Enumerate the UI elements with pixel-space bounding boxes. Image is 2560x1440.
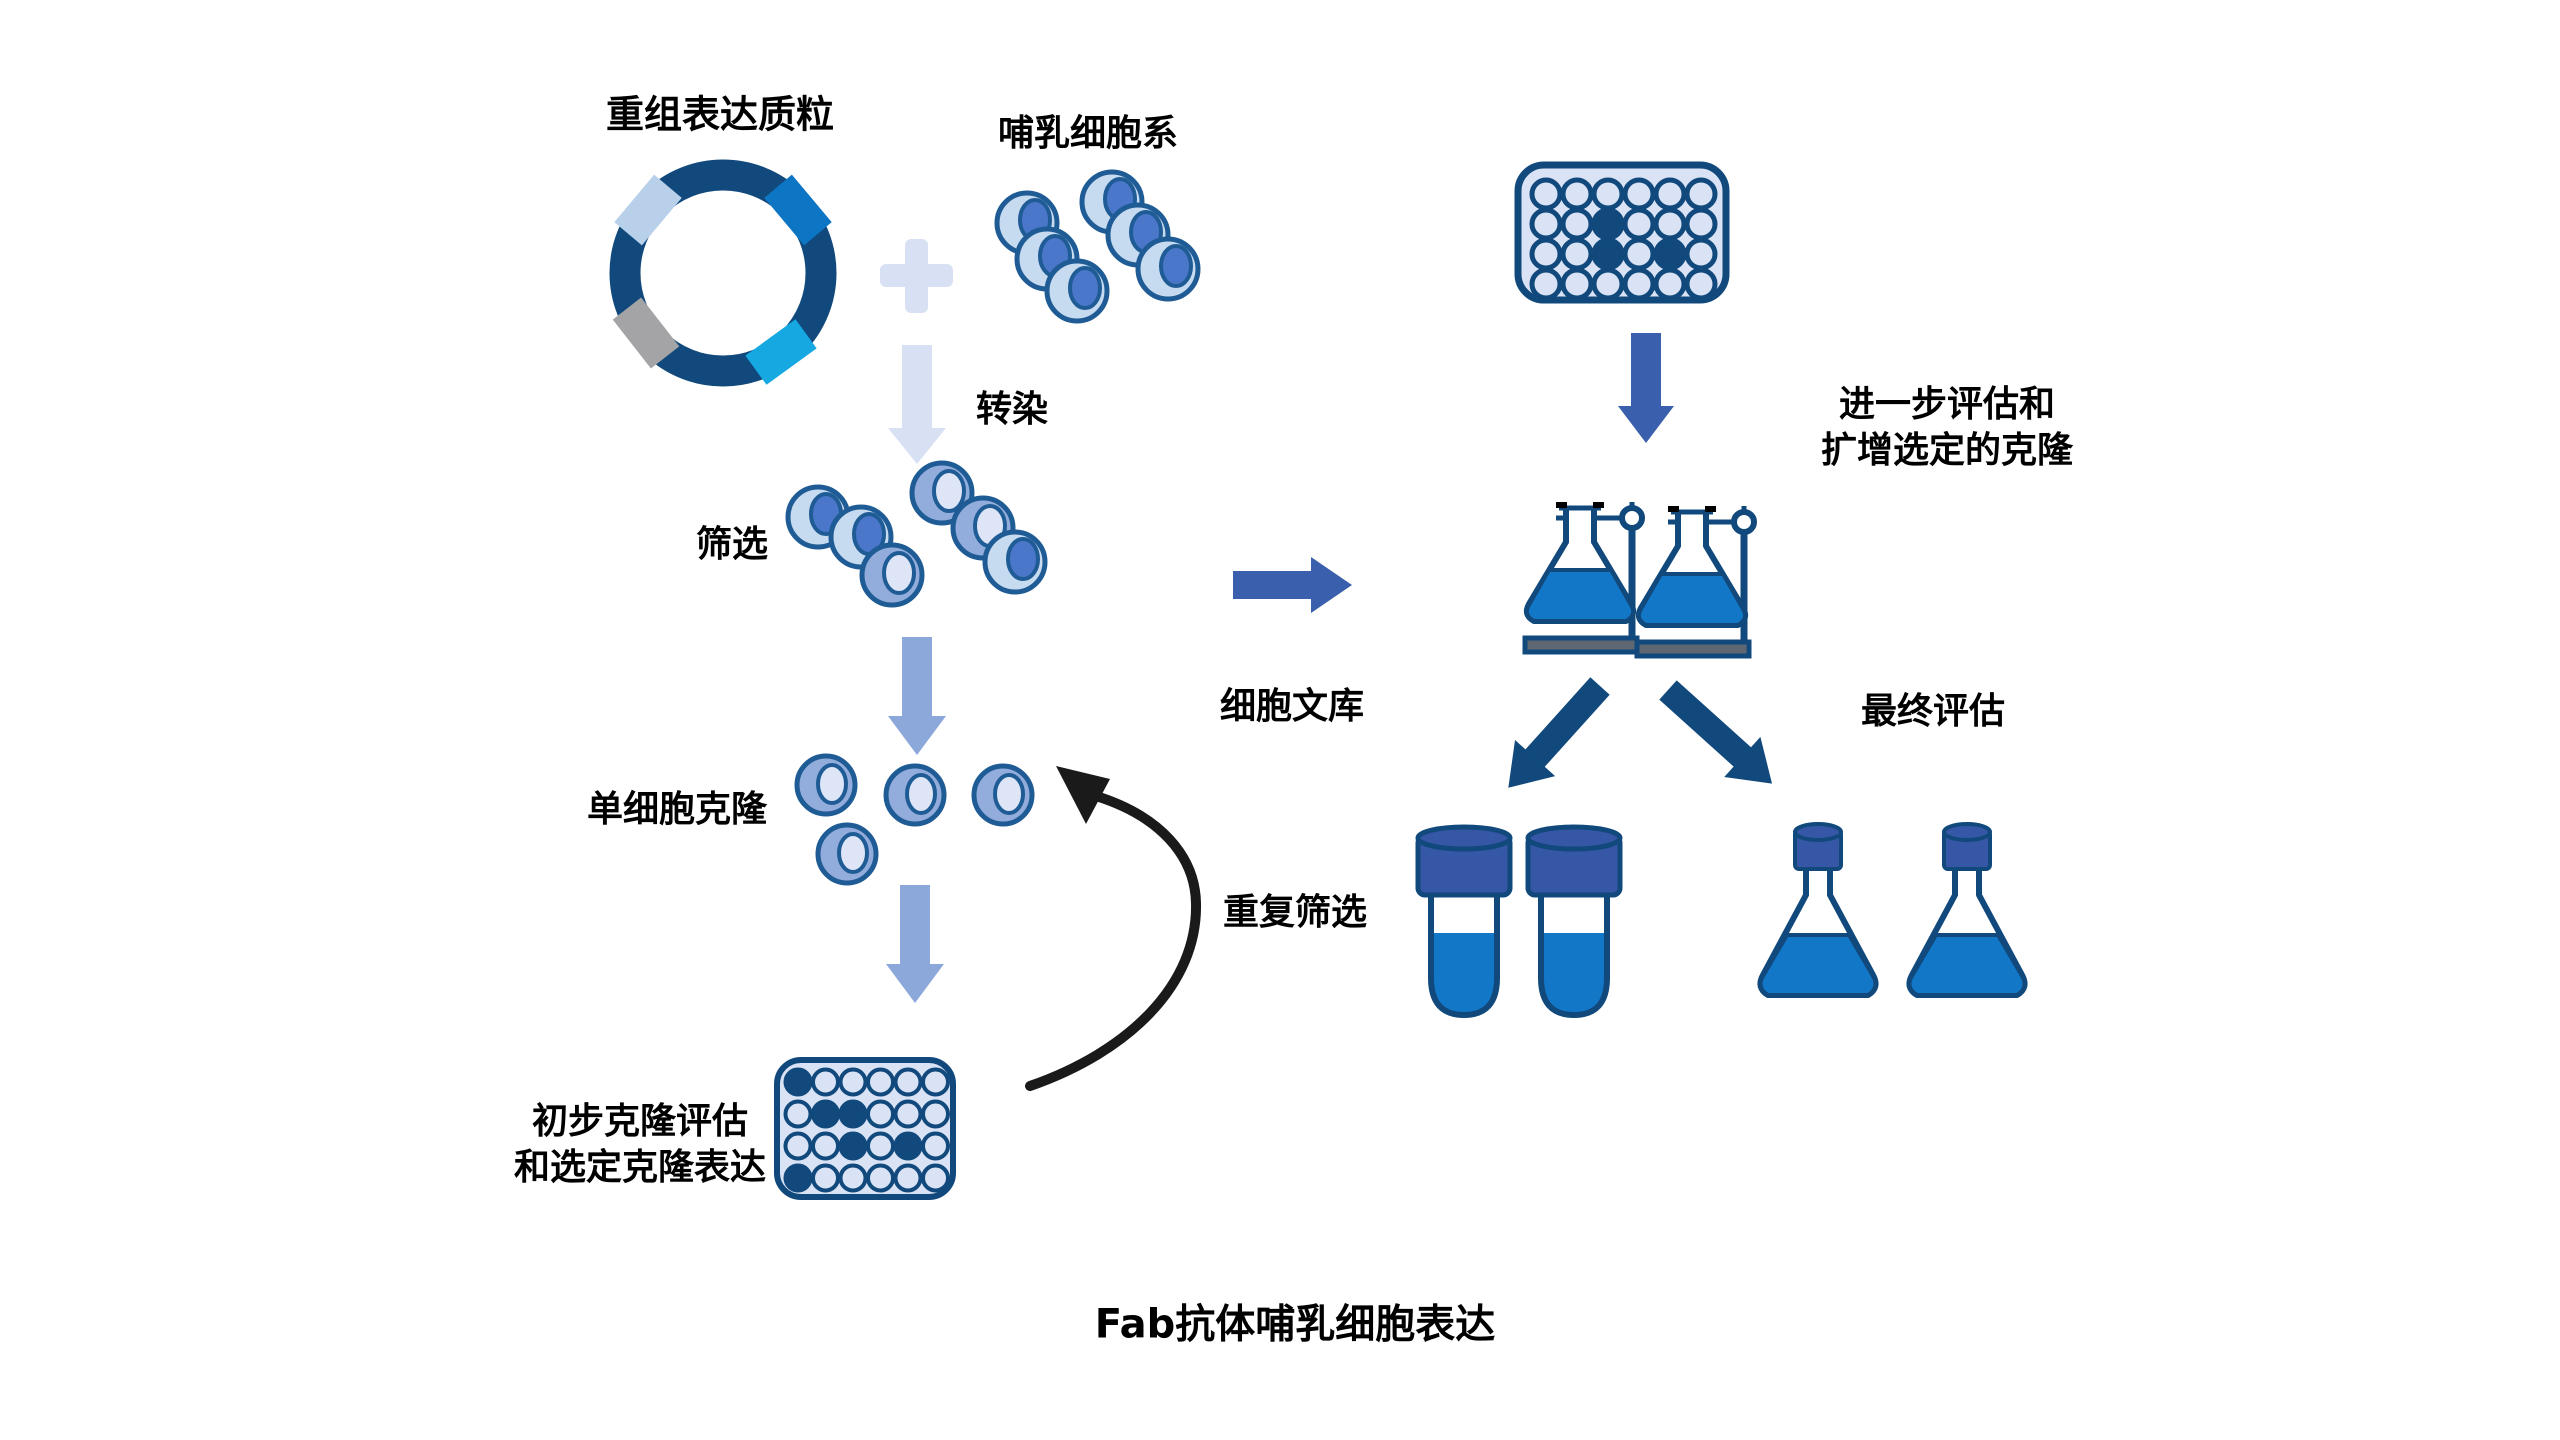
empty-well: [1684, 207, 1718, 241]
empty-well: [838, 1163, 868, 1193]
cell-line-label: 哺乳细胞系: [997, 112, 1179, 154]
capped-flask-icon-1: [1760, 824, 1875, 995]
screening-label: 筛选: [695, 523, 769, 565]
filled-well: [811, 1099, 840, 1129]
loop-arrow-icon: [1025, 766, 1202, 1091]
empty-well: [1684, 237, 1718, 271]
filled-well: [1591, 207, 1625, 241]
empty-well: [866, 1099, 895, 1129]
plasmid-segment-blue: [764, 174, 832, 246]
filled-well: [893, 1131, 923, 1161]
empty-well: [1653, 267, 1687, 301]
expand-arrow-icon: [1618, 333, 1674, 443]
mammalian-cells-icon: [997, 172, 1198, 321]
screened-cells-icon: [788, 463, 1045, 605]
primary-eval-label: 初步克隆评估 和选定克隆表达: [514, 1099, 766, 1191]
empty-well: [1684, 177, 1718, 211]
cryovial-icon-2: [1528, 827, 1620, 1015]
empty-well: [1529, 267, 1563, 301]
primary-plate-wells: [783, 1067, 950, 1193]
primary-eval-line2: 和选定克隆表达: [513, 1147, 767, 1188]
selected-plate-wells: [1529, 177, 1718, 301]
empty-well: [921, 1099, 950, 1129]
cell-library-arrow-icon: [1233, 557, 1352, 613]
empty-well: [1529, 237, 1563, 271]
plasmid-segment-lightblue: [614, 174, 682, 246]
empty-well: [1622, 207, 1656, 241]
empty-well: [811, 1163, 840, 1193]
final-eval-label: 最终评估: [1860, 690, 2006, 732]
transfection-arrow-icon: [888, 345, 946, 464]
empty-well: [811, 1131, 840, 1161]
transfection-label: 转染: [975, 388, 1049, 430]
empty-well: [921, 1163, 950, 1193]
primary-eval-line1: 初步克隆评估: [531, 1100, 749, 1142]
further-eval-line2: 扩增选定的克隆: [1820, 430, 2074, 471]
plasmid-segment-cyan: [745, 319, 817, 385]
plasmid-label: 重组表达质粒: [605, 92, 835, 137]
empty-well: [921, 1067, 950, 1097]
empty-well: [1622, 267, 1656, 301]
empty-well: [893, 1067, 923, 1097]
selected-clone-plate-icon: [1514, 161, 1730, 304]
cell-library-label: 细胞文库: [1219, 685, 1365, 727]
filled-well: [1653, 237, 1687, 271]
empty-well: [783, 1099, 813, 1129]
empty-well: [1591, 177, 1625, 211]
empty-well: [1560, 237, 1594, 271]
cryovial-icon-1: [1418, 827, 1510, 1015]
empty-well: [1653, 177, 1687, 211]
empty-well: [1529, 207, 1563, 241]
plasmid-icon: [609, 159, 837, 387]
filled-well: [838, 1099, 868, 1129]
filled-well: [1591, 237, 1625, 271]
to-repeat-screening-arrow-icon: [1508, 677, 1610, 788]
filled-well: [783, 1163, 813, 1193]
empty-well: [1591, 267, 1625, 301]
empty-well: [866, 1163, 895, 1193]
filled-well: [838, 1131, 868, 1161]
empty-well: [1622, 237, 1656, 271]
empty-well: [838, 1067, 868, 1097]
empty-well: [1653, 207, 1687, 241]
cloning-arrow-icon: [886, 885, 944, 1003]
capped-flask-icon-2: [1909, 824, 2024, 995]
plus-icon: [880, 239, 953, 313]
shake-flask-stand-right-icon: [1637, 506, 1754, 656]
empty-well: [893, 1099, 923, 1129]
further-eval-label: 进一步评估和 扩增选定的克隆: [1821, 382, 2073, 474]
empty-well: [1684, 267, 1718, 301]
empty-well: [921, 1131, 950, 1161]
page-title: Fab抗体哺乳细胞表达: [1094, 1301, 1496, 1348]
single-cell-clones-icon: [797, 756, 1032, 883]
empty-well: [783, 1131, 813, 1161]
to-final-eval-arrow-icon: [1659, 680, 1773, 784]
empty-well: [1560, 207, 1594, 241]
empty-well: [1560, 177, 1594, 211]
empty-well: [866, 1067, 895, 1097]
shake-flask-stand-left-icon: [1525, 502, 1642, 652]
filled-well: [783, 1067, 813, 1097]
empty-well: [1529, 177, 1563, 211]
empty-well: [866, 1131, 895, 1161]
further-eval-line1: 进一步评估和: [1838, 383, 2056, 425]
empty-well: [811, 1067, 840, 1097]
primary-eval-plate-icon: [774, 1057, 956, 1200]
screening-arrow-icon: [888, 637, 946, 755]
plasmid-segment-gray: [612, 297, 680, 369]
plasmid-ring: [609, 159, 837, 387]
empty-well: [893, 1163, 923, 1193]
empty-well: [1560, 267, 1594, 301]
repeat-screening-label: 重复筛选: [1222, 891, 1368, 933]
single-cell-clone-label: 单细胞克隆: [586, 788, 768, 830]
empty-well: [1622, 177, 1656, 211]
